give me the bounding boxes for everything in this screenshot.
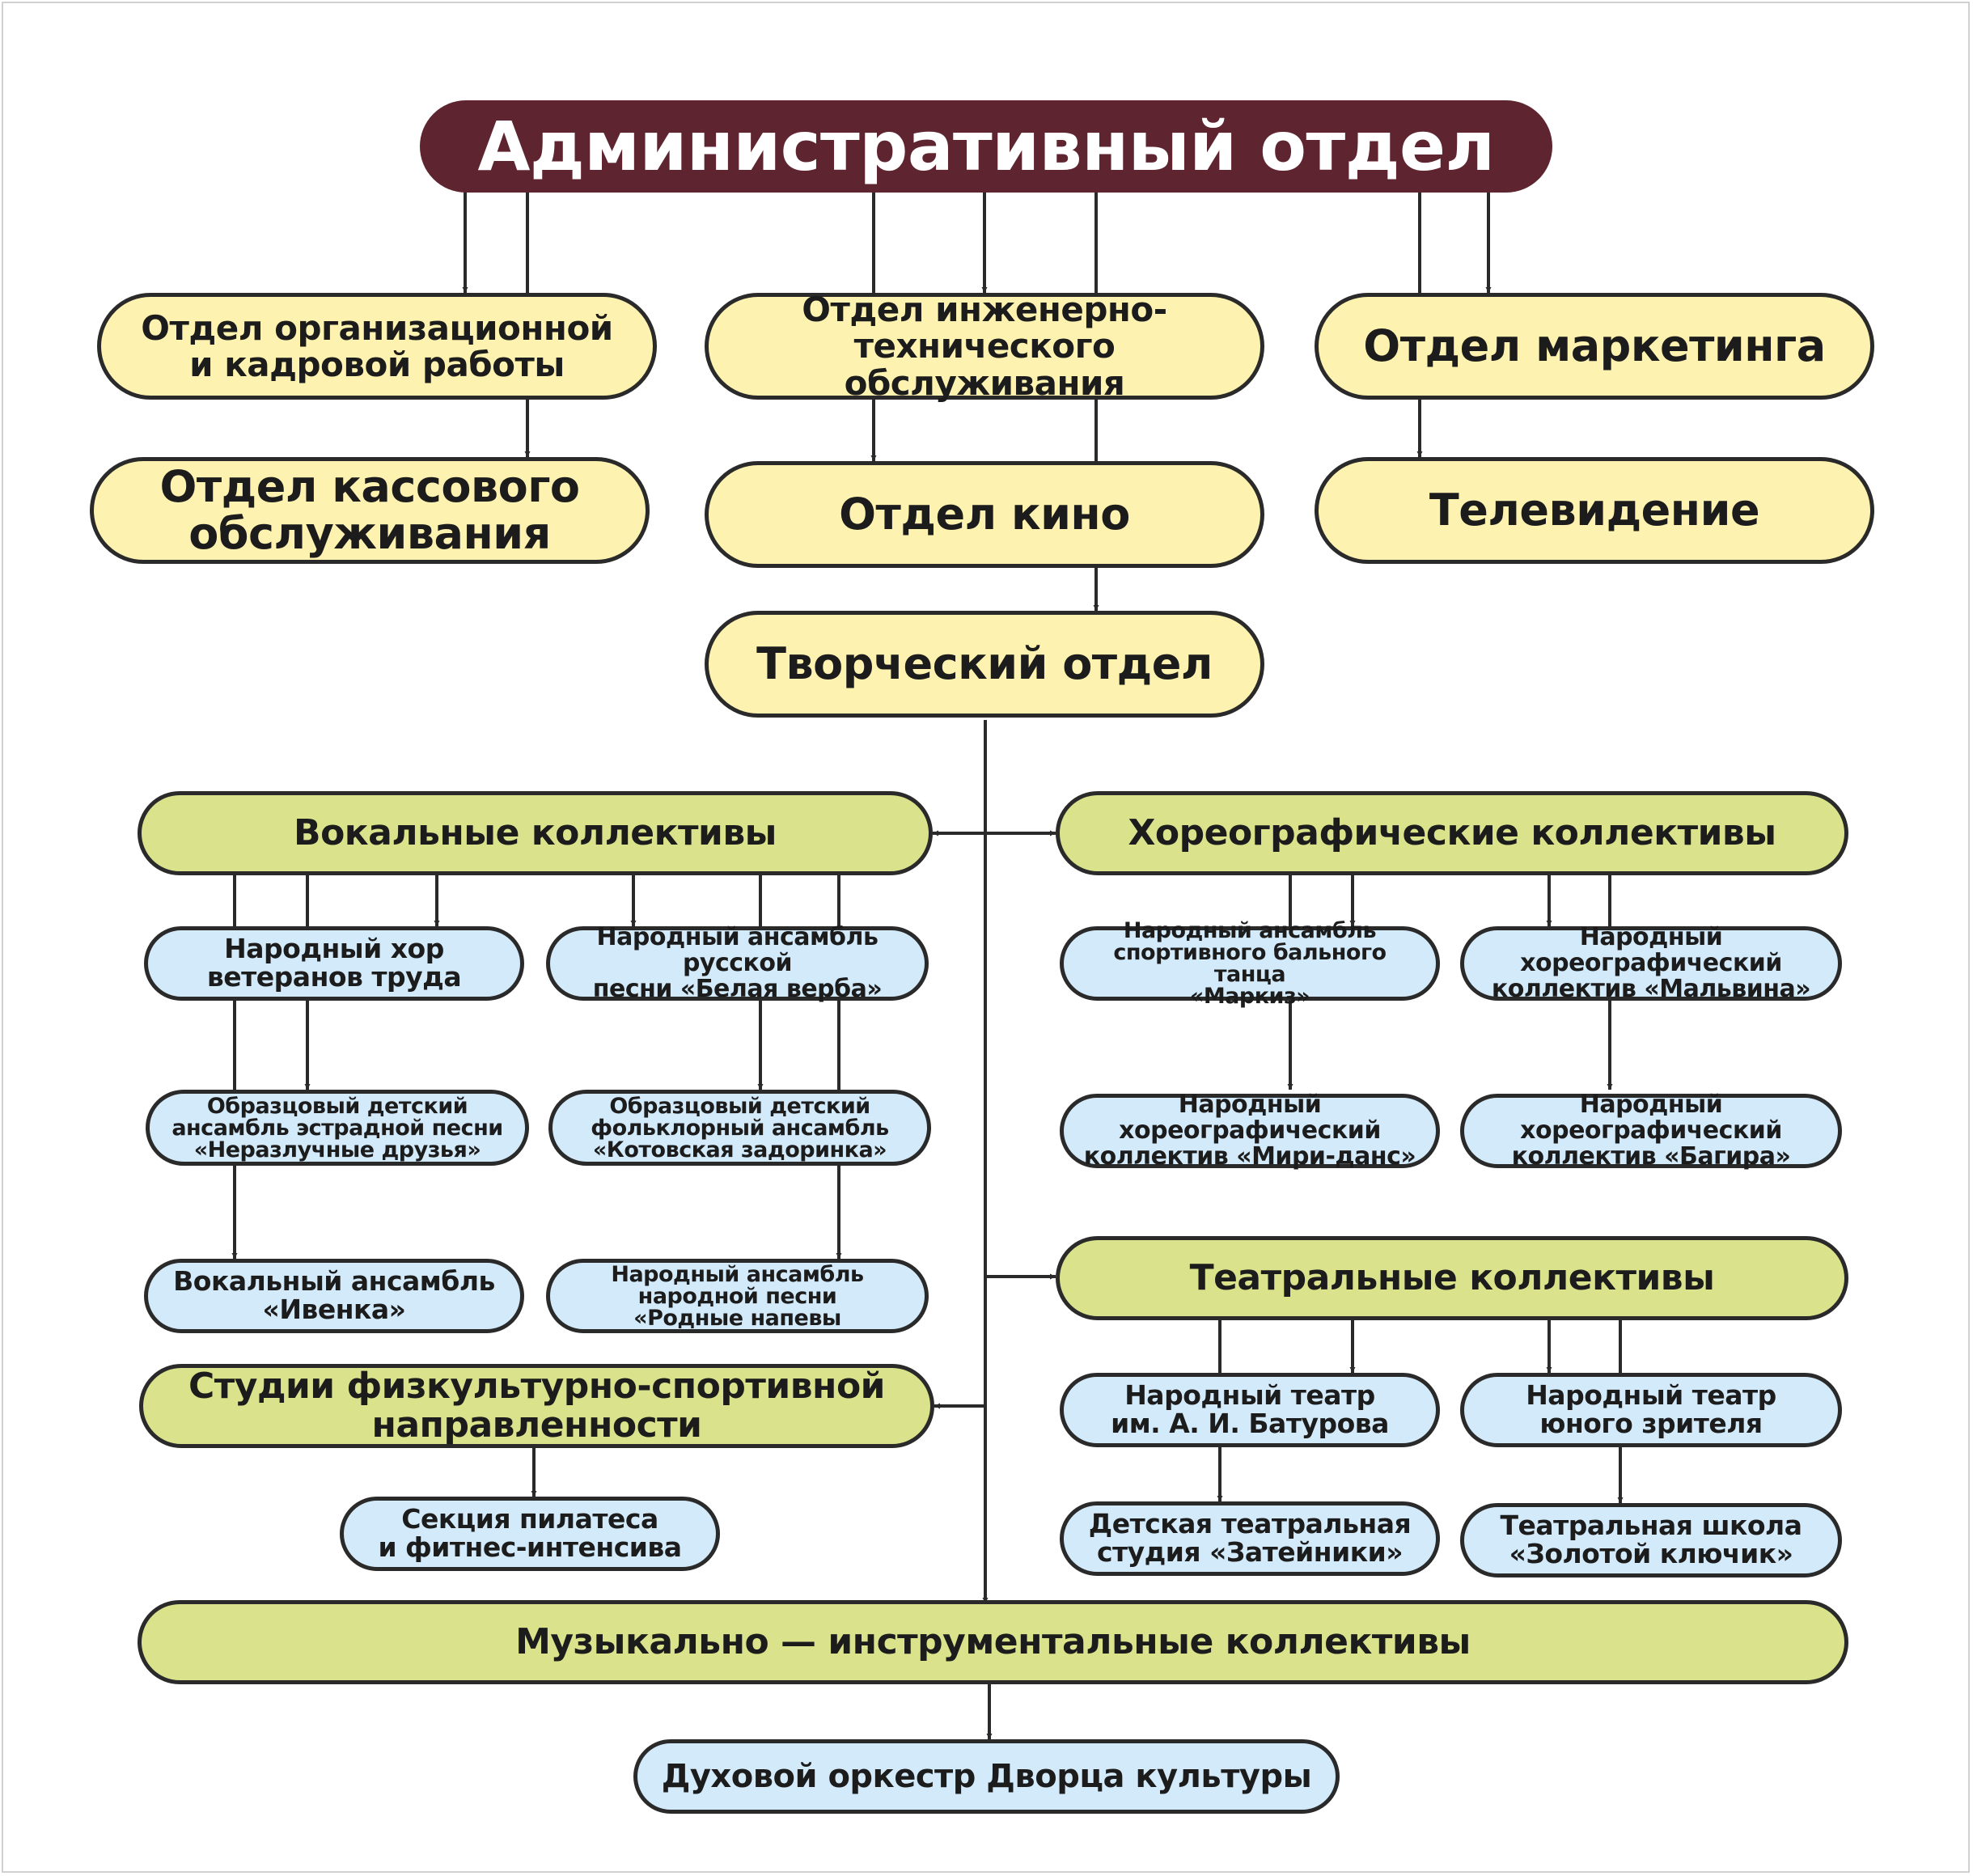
choreo-unit-2: Народный хореографический коллектив «Мал… <box>1460 925 1842 1002</box>
theatre-collectives: Театральные коллективы <box>1056 1236 1848 1320</box>
sport-studios: Студии физкультурно-спортивной направлен… <box>139 1364 934 1448</box>
vocal-collectives: Вокальные коллективы <box>138 791 933 875</box>
vocal-unit-5: Вокальный ансамбль «Ивенка» <box>144 1259 524 1333</box>
sport-unit-1: Секция пилатеса и фитнес-интенсива <box>340 1497 720 1571</box>
engineering-department: Отдел инженерно- технического обслуживан… <box>705 291 1264 401</box>
creative-department: Творческий отдел <box>705 611 1264 718</box>
television-department: Телевидение <box>1315 457 1874 564</box>
music-unit-1: Духовой оркестр Дворца культуры <box>633 1739 1340 1814</box>
vocal-unit-6: Народный ансамбль народной песни «Родные… <box>546 1259 929 1333</box>
vocal-unit-3: Образцовый детский ансамбль эстрадной пе… <box>146 1090 529 1166</box>
cashier-department: Отдел кассового обслуживания <box>90 457 650 564</box>
choreo-unit-3: Народный хореографический коллектив «Мир… <box>1060 1092 1440 1169</box>
choreographic-collectives: Хореографические коллективы <box>1056 791 1848 875</box>
theatre-unit-2: Народный театр юного зрителя <box>1460 1373 1842 1447</box>
vocal-unit-4: Образцовый детский фольклорный ансамбль … <box>548 1090 931 1166</box>
choreo-unit-4: Народный хореографический коллектив «Баг… <box>1460 1092 1842 1169</box>
choreo-unit-1: Народный ансамбль спортивного бального т… <box>1060 920 1440 1007</box>
cinema-department: Отдел кино <box>705 461 1264 568</box>
theatre-unit-1: Народный театр им. А. И. Батурова <box>1060 1373 1440 1447</box>
administrative-department: Административный отдел <box>420 100 1552 193</box>
theatre-unit-3: Детская театральная студия «Затейники» <box>1060 1501 1440 1576</box>
marketing-department: Отдел маркетинга <box>1315 293 1874 400</box>
vocal-unit-2: Народный ансамбль русской песни «Белая в… <box>546 925 929 1002</box>
music-instrumental-collectives: Музыкально — инструментальные коллективы <box>138 1600 1848 1684</box>
theatre-unit-4: Театральная школа «Золотой ключик» <box>1460 1503 1842 1577</box>
org-personnel-department: Отдел организационной и кадровой работы <box>97 293 657 400</box>
vocal-unit-1: Народный хор ветеранов труда <box>144 926 524 1001</box>
